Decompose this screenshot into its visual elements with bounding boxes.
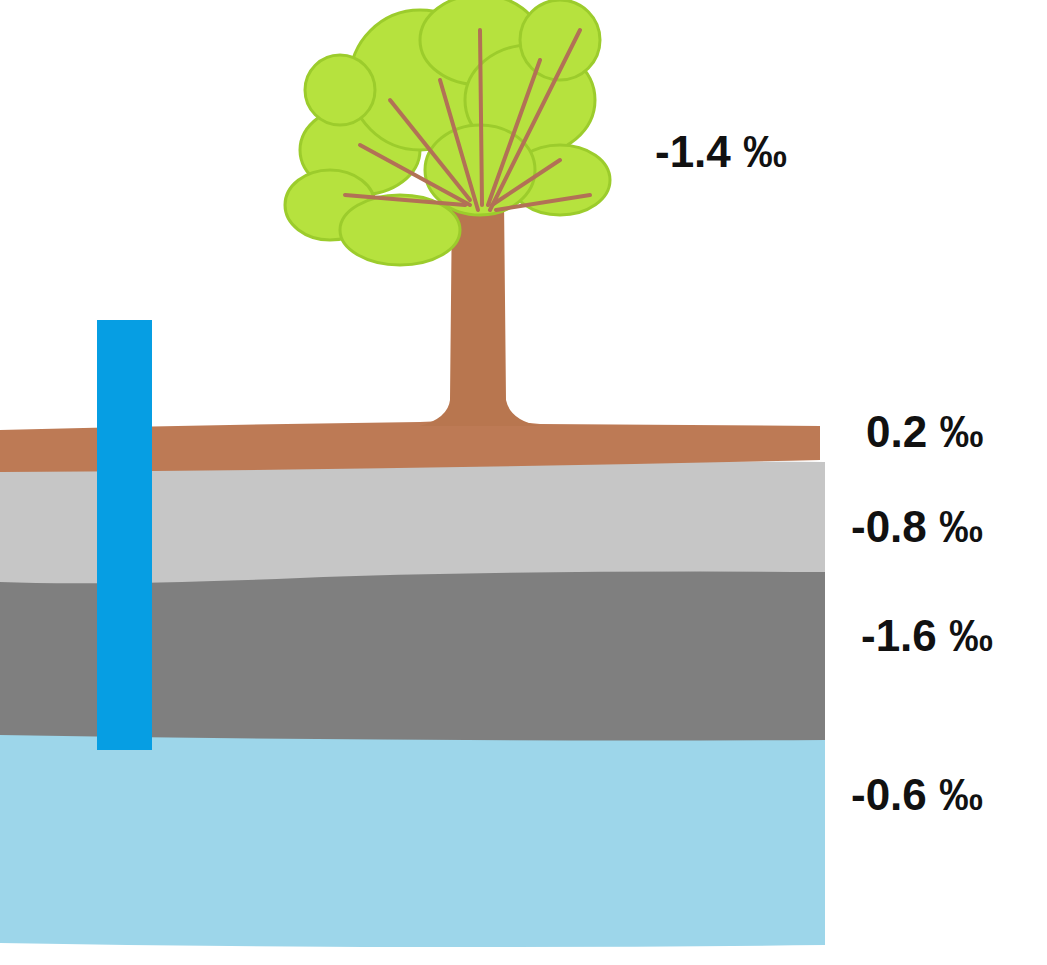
tree-branches	[345, 30, 590, 210]
isotope-value: -1.6 ‰	[861, 614, 993, 658]
tree-canopy	[285, 0, 610, 265]
well-pipe	[97, 320, 152, 750]
groundwater-layer	[0, 728, 825, 947]
isotope-value: -1.4 ‰	[655, 130, 787, 174]
isotope-value: -0.6 ‰	[851, 773, 983, 817]
isotope-value: -0.8 ‰	[851, 505, 983, 549]
isotope-value: 0.2 ‰	[866, 410, 983, 454]
